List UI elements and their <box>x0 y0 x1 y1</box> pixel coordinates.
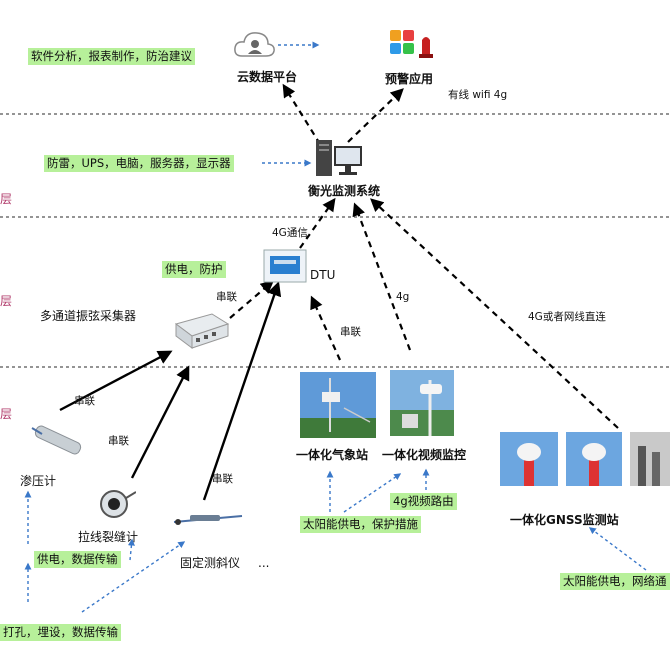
system-to-cloud-arrow <box>282 83 321 145</box>
weather-station-label: 一体化气象站 <box>296 448 369 462</box>
solar-net-arrow <box>588 527 647 571</box>
dtu-device-icon <box>262 246 308 286</box>
collector-label: 多通道振弦采集器 <box>40 309 137 323</box>
gnss-photo-1 <box>500 432 558 486</box>
hardware-note: 防雷，UPS，电脑，服务器，显示器 <box>44 155 234 172</box>
crack-meter-arrow <box>130 365 190 479</box>
crack-meter-label: 拉线裂缝计 <box>78 530 139 544</box>
gnss-photo-2 <box>566 432 622 486</box>
drill-install-note: 打孔，埋设，数据传输 <box>0 624 121 641</box>
video-to-system-arrow <box>352 202 412 351</box>
drill-arrow-2 <box>81 541 186 613</box>
system-label: 衡光监测系统 <box>308 184 381 198</box>
inclinometer-icon <box>170 506 246 530</box>
warning-label: 预警应用 <box>385 72 434 86</box>
solar-protect-note: 太阳能供电，保护措施 <box>300 516 421 533</box>
crack-meter-icon <box>96 486 137 520</box>
gnss-to-system-arrow <box>370 198 619 429</box>
serial-label-b: 串联 <box>340 326 361 338</box>
inclinometer-label: 固定测斜仪 <box>180 556 241 570</box>
computer-icon <box>314 138 364 180</box>
software-note: 软件分析，报表制作，防治建议 <box>28 48 195 65</box>
piezometer-icon <box>28 420 84 464</box>
label-4g: 4g <box>396 291 410 303</box>
wired-wifi-label: 有线 wifi 4g <box>448 89 508 101</box>
direct-4g-label: 4G或者网线直连 <box>528 311 606 323</box>
serial-label-d: 串联 <box>108 435 129 447</box>
solar-net-note: 太阳能供电，网络通 <box>560 573 670 590</box>
inclinometer-arrow <box>202 281 282 501</box>
piezometer-arrow <box>59 350 173 412</box>
collector-to-dtu-arrow <box>229 280 275 319</box>
layer-marker-2: 层 <box>0 294 13 308</box>
gnss-station-label: 一体化GNSS监测站 <box>510 513 619 527</box>
layer-marker-1: 层 <box>0 192 13 206</box>
power-data-note: 供电，数据传输 <box>34 551 121 568</box>
weather-station-photo <box>300 372 376 438</box>
serial-label-e: 串联 <box>212 473 233 485</box>
cloud-icon <box>232 30 276 60</box>
comm-4g-label: 4G通信 <box>272 227 308 239</box>
video-monitor-label: 一体化视频监控 <box>382 448 467 462</box>
cloud-label: 云数据平台 <box>237 70 298 84</box>
piezometer-label: 渗压计 <box>20 474 57 488</box>
serial-label-c: 串联 <box>74 395 95 407</box>
system-to-warning-arrow <box>347 88 404 143</box>
video-router-note: 4g视频路由 <box>390 493 457 510</box>
dtu-to-system-arrow <box>299 197 336 249</box>
weather-to-dtu-arrow <box>310 295 342 361</box>
power-protect-note: 供电，防护 <box>162 261 226 278</box>
ellipsis-label: ... <box>258 556 270 570</box>
collector-device-icon <box>172 310 230 352</box>
serial-label-a: 串联 <box>216 291 237 303</box>
warning-apps-icon <box>388 28 438 62</box>
solar-to-video-arrow <box>343 473 402 513</box>
video-monitor-photo <box>390 370 454 436</box>
layer-marker-3: 层 <box>0 407 13 421</box>
gnss-photo-3 <box>630 432 670 486</box>
dtu-label: DTU <box>310 268 336 282</box>
